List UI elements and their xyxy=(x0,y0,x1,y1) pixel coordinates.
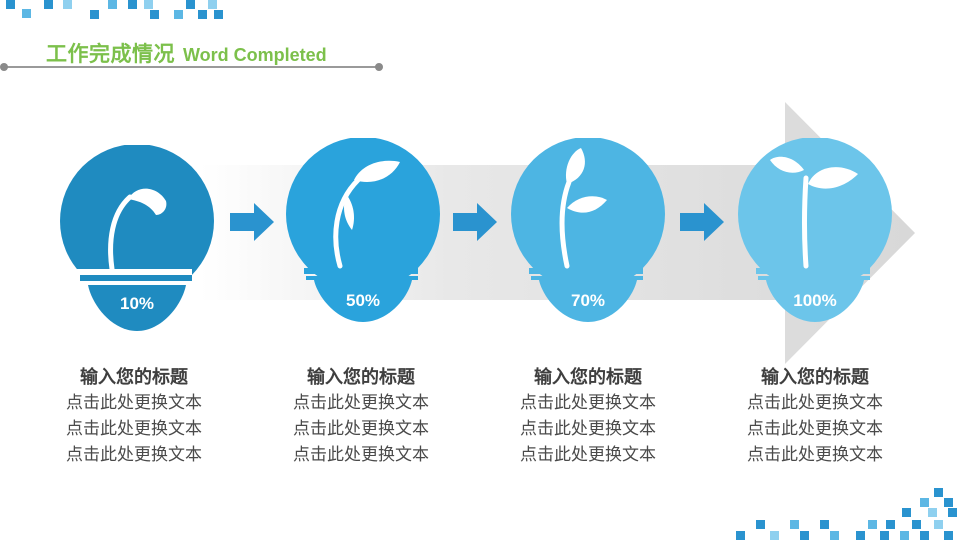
step-line[interactable]: 点击此处更换文本 xyxy=(66,445,202,464)
stage-2-percent: 50% xyxy=(345,291,381,310)
step-line[interactable]: 点击此处更换文本 xyxy=(747,393,883,412)
step-title[interactable]: 输入您的标题 xyxy=(80,367,188,387)
bulb-stage-1 xyxy=(58,145,218,335)
step-line[interactable]: 点击此处更换文本 xyxy=(66,393,202,412)
bulb-stage-4 xyxy=(736,138,896,328)
step-title[interactable]: 输入您的标题 xyxy=(761,367,869,387)
step-title[interactable]: 输入您的标题 xyxy=(534,367,642,387)
step-line[interactable]: 点击此处更换文本 xyxy=(520,445,656,464)
stage-1-percent: 10% xyxy=(119,294,155,313)
step-line[interactable]: 点击此处更换文本 xyxy=(747,419,883,438)
arrow-icon xyxy=(680,203,724,241)
step-line[interactable]: 点击此处更换文本 xyxy=(293,393,429,412)
step-1-text: 输入您的标题 点击此处更换文本 点击此处更换文本 点击此处更换文本 xyxy=(34,364,234,468)
title-chinese: 工作完成情况 xyxy=(46,43,175,66)
bulb-stage-3 xyxy=(509,138,669,328)
step-line[interactable]: 点击此处更换文本 xyxy=(293,445,429,464)
arrow-icon xyxy=(230,203,274,241)
step-line[interactable]: 点击此处更换文本 xyxy=(747,445,883,464)
stage-4-percent: 100% xyxy=(793,291,837,310)
step-title[interactable]: 输入您的标题 xyxy=(307,367,415,387)
step-2-text: 输入您的标题 点击此处更换文本 点击此处更换文本 点击此处更换文本 xyxy=(261,364,461,468)
divider-dot-left xyxy=(0,63,8,71)
step-line[interactable]: 点击此处更换文本 xyxy=(293,419,429,438)
step-3-text: 输入您的标题 点击此处更换文本 点击此处更换文本 点击此处更换文本 xyxy=(488,364,688,468)
page-title: 工作完成情况 Word Completed xyxy=(46,38,327,68)
arrow-icon xyxy=(453,203,497,241)
divider-dot-right xyxy=(375,63,383,71)
step-line[interactable]: 点击此处更换文本 xyxy=(520,393,656,412)
bulb-stage-2 xyxy=(284,138,444,328)
step-line[interactable]: 点击此处更换文本 xyxy=(66,419,202,438)
title-divider xyxy=(2,66,380,68)
title-english: Word Completed xyxy=(183,45,327,65)
step-line[interactable]: 点击此处更换文本 xyxy=(520,419,656,438)
step-4-text: 输入您的标题 点击此处更换文本 点击此处更换文本 点击此处更换文本 xyxy=(715,364,915,468)
stage-3-percent: 70% xyxy=(570,291,606,310)
